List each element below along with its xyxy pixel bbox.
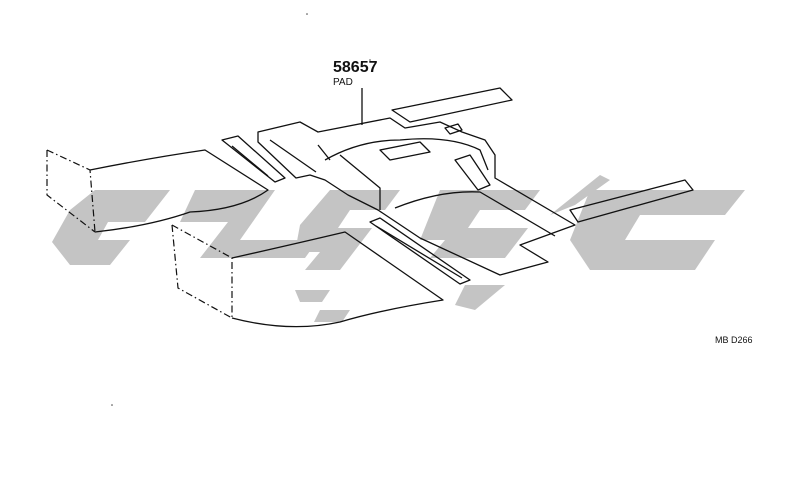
left-rear-floor-piece (171, 224, 444, 328)
floor-pads (221, 87, 694, 285)
diagram-code: MB D266 (715, 335, 753, 345)
scan-specks (111, 13, 371, 406)
part-name-label: PAD (333, 77, 353, 88)
part-callout-58657: 58657 PAD (333, 59, 378, 125)
main-floor-carpet (257, 117, 576, 276)
part-number-label: 58657 (333, 59, 378, 76)
left-footwell-flap (46, 149, 269, 233)
watermark-logo (52, 175, 745, 322)
